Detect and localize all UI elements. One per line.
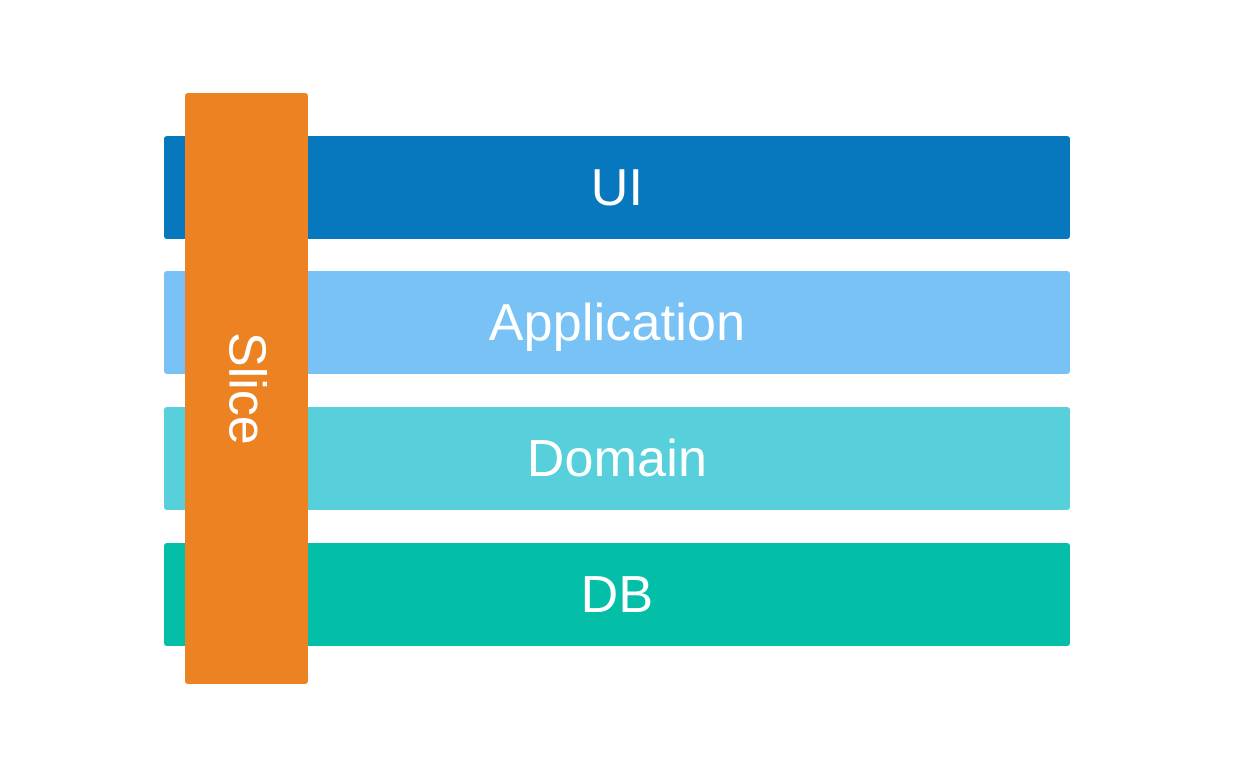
layer-bar-db[interactable]: DB — [164, 543, 1070, 646]
layer-bar-ui[interactable]: UI — [164, 136, 1070, 239]
layer-label-ui: UI — [590, 158, 644, 217]
slice-bar[interactable]: Slice — [185, 93, 308, 684]
layer-bar-application[interactable]: Application — [164, 271, 1070, 374]
layer-label-domain: Domain — [526, 429, 708, 488]
layer-bar-domain[interactable]: Domain — [164, 407, 1070, 510]
slice-label: Slice — [217, 332, 276, 445]
layer-label-db: DB — [580, 565, 654, 624]
layer-label-application: Application — [488, 293, 746, 352]
